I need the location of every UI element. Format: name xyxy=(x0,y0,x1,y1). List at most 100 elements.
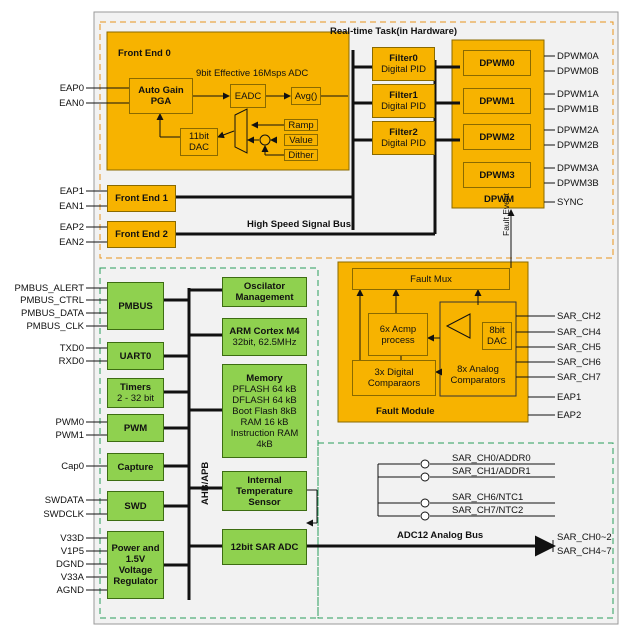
pin-sar-ch2: SAR_CH2 xyxy=(557,311,601,322)
acmp-line1: 6x Acmp xyxy=(379,323,417,335)
agc-line1: Auto Gain xyxy=(138,85,184,96)
pin-dpwm0b: DPWM0B xyxy=(557,66,599,77)
osc-line2: Management xyxy=(235,292,294,303)
avg-block: Avg() xyxy=(291,87,321,105)
memory-dflash: DFLASH 64 kB xyxy=(232,394,297,406)
pin-sync: SYNC xyxy=(557,197,584,208)
temp-line3: Sensor xyxy=(248,496,281,508)
pwm-block: PWM xyxy=(107,414,164,442)
filter1-sub: Digital PID xyxy=(381,101,426,112)
value-block: Value xyxy=(284,134,318,146)
pin-eap2: EAP2 xyxy=(59,222,84,233)
dpwm1-block: DPWM1 xyxy=(463,88,531,114)
temp-line1: Internal xyxy=(247,474,282,486)
pin-agnd: AGND xyxy=(56,585,84,596)
adc-bus-label: ADC12 Analog Bus xyxy=(397,530,484,541)
analog-line2: Comparators xyxy=(450,375,506,386)
dac8-block: 8bit DAC xyxy=(482,322,512,350)
pin-sar-ch4: SAR_CH4 xyxy=(557,327,601,338)
analog-line1: 8x Analog xyxy=(457,364,499,375)
front-end1-block: Front End 1 xyxy=(107,185,176,212)
sar-ch7-ntc2: SAR_CH7/NTC2 xyxy=(452,505,524,516)
adc-region xyxy=(317,442,614,619)
memory-bootflash: Boot Flash 8kB xyxy=(232,405,297,417)
arm-line2: 32bit, 62.5MHz xyxy=(232,337,297,348)
realtime-region xyxy=(99,21,614,259)
pin-v33d: V33D xyxy=(60,533,84,544)
pmbus-block: PMBUS xyxy=(107,282,164,330)
filter2-sub: Digital PID xyxy=(381,138,426,149)
eadc-block: EADC xyxy=(230,84,266,108)
memory-iram: Instruction RAM xyxy=(230,427,299,439)
pin-dgnd: DGND xyxy=(56,559,84,570)
sar-ch0-addr0: SAR_CH0/ADDR0 xyxy=(452,453,531,464)
sar-adc-block: 12bit SAR ADC xyxy=(222,529,307,565)
power-line1: Power and xyxy=(111,543,160,554)
sar-ch6-ntc1: SAR_CH6/NTC1 xyxy=(452,492,524,503)
pin-pmbus-data: PMBUS_DATA xyxy=(21,308,84,319)
pin-v1p5: V1P5 xyxy=(60,546,84,557)
realtime-title: Real-time Task(in Hardware) xyxy=(330,26,458,37)
timers-label: Timers xyxy=(120,382,151,393)
memory-pflash: PFLASH 64 kB xyxy=(232,383,297,395)
pin-dpwm2b: DPWM2B xyxy=(557,140,599,151)
pin-sar-ch6: SAR_CH6 xyxy=(557,357,601,368)
pin-pmbus-alert: PMBUS_ALERT xyxy=(14,283,84,294)
power-regulator-block: Power and 1.5V Voltage Regulator xyxy=(107,531,164,599)
digital-comp-block: 3x Digital Comparaors xyxy=(352,360,436,396)
dpwm0-block: DPWM0 xyxy=(463,50,531,76)
pin-dpwm1a: DPWM1A xyxy=(557,89,599,100)
hs-bus-label: High Speed Signal Bus xyxy=(247,219,351,230)
ramp-block: Ramp xyxy=(284,119,318,131)
dac11-line2: DAC xyxy=(188,142,210,153)
pin-ean0: EAN0 xyxy=(59,98,84,109)
pin-dpwm0a: DPWM0A xyxy=(557,51,599,62)
pin-swdata: SWDATA xyxy=(44,495,84,506)
filter1-name: Filter1 xyxy=(389,90,418,101)
fault-event-label: Fault Event xyxy=(501,193,511,236)
filter0-name: Filter0 xyxy=(389,53,418,64)
ahb-apb-label: AHB/APB xyxy=(200,461,211,505)
capture-block: Capture xyxy=(107,453,164,481)
pin-eap2-fault: EAP2 xyxy=(557,410,582,421)
auto-gain-pga-block: Auto Gain PGA xyxy=(129,78,193,114)
memory-title: Memory xyxy=(246,372,283,384)
filter0-block: Filter0 Digital PID xyxy=(372,47,435,81)
pin-sar-ch5: SAR_CH5 xyxy=(557,342,601,353)
arm-cortex-block: ARM Cortex M4 32bit, 62.5MHz xyxy=(222,318,307,356)
filter0-sub: Digital PID xyxy=(381,64,426,75)
acmp-process-block: 6x Acmp process xyxy=(368,313,428,356)
pin-txd0: TXD0 xyxy=(59,343,84,354)
dac8-line2: DAC xyxy=(486,336,508,347)
pin-dpwm1b: DPWM1B xyxy=(557,104,599,115)
oscillator-block: Oscilator Management xyxy=(222,277,307,307)
filter2-name: Filter2 xyxy=(389,127,418,138)
dig-line1: 3x Digital xyxy=(374,367,414,378)
timers-block: Timers 2 - 32 bit xyxy=(107,378,164,408)
adc-description: 9bit Effective 16Msps ADC xyxy=(196,68,309,79)
dig-line2: Comparaors xyxy=(367,378,421,389)
pin-eap1: EAP1 xyxy=(59,186,84,197)
sar-ch4-7: SAR_CH4~7 xyxy=(557,546,612,557)
memory-block: Memory PFLASH 64 kB DFLASH 64 kB Boot Fl… xyxy=(222,364,307,458)
dac11-block: 11bit DAC xyxy=(180,128,218,156)
pin-dpwm2a: DPWM2A xyxy=(557,125,599,136)
pin-v33a: V33A xyxy=(60,572,84,583)
pin-swdclk: SWDCLK xyxy=(43,509,84,520)
sar-ch0-2: SAR_CH0~2 xyxy=(557,532,612,543)
filter2-block: Filter2 Digital PID xyxy=(372,121,435,155)
power-line3: Regulator xyxy=(113,576,158,587)
power-line2: 1.5V Voltage xyxy=(118,554,153,576)
pin-dpwm3a: DPWM3A xyxy=(557,163,599,174)
dpwm-title: DPWM xyxy=(484,194,515,205)
memory-ram: RAM 16 kB xyxy=(240,416,289,428)
pin-eap0: EAP0 xyxy=(59,83,84,94)
dac8-line1: 8bit xyxy=(489,325,505,336)
filter1-block: Filter1 Digital PID xyxy=(372,84,435,118)
fault-mux-block: Fault Mux xyxy=(352,268,510,290)
uart0-block: UART0 xyxy=(107,342,164,370)
pin-cap0: Cap0 xyxy=(61,461,84,472)
pin-pmbus-clk: PMBUS_CLK xyxy=(26,321,84,332)
temp-line2: Temperature xyxy=(236,485,293,497)
